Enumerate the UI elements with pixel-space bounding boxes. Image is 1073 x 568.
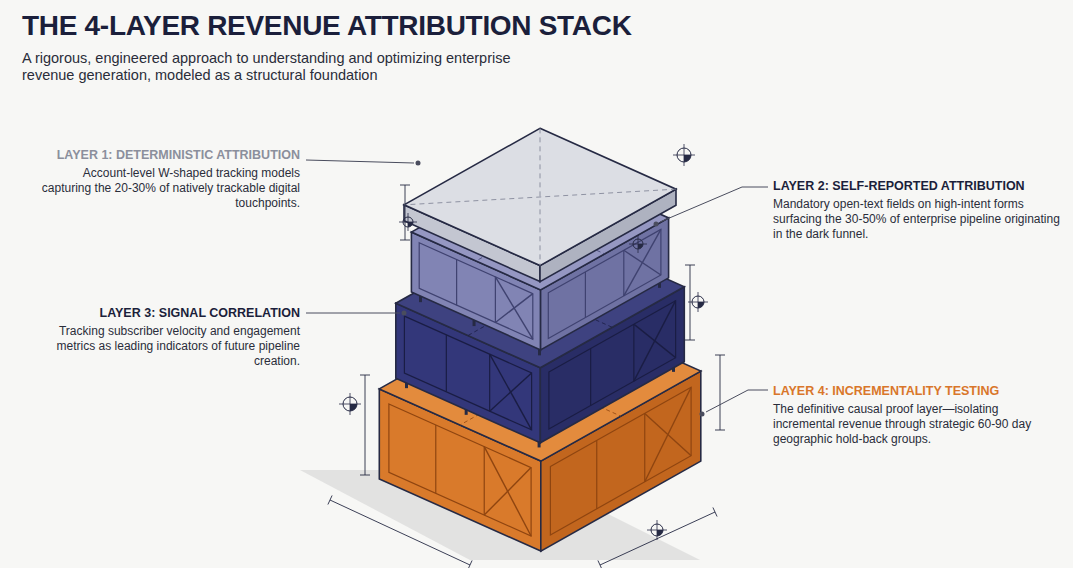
frame-brace — [484, 447, 531, 536]
layer-heading: LAYER 2: SELF-REPORTED ATTRIBUTION — [773, 178, 1063, 194]
frame-brace — [645, 387, 691, 482]
frame-post — [585, 272, 586, 318]
leader-line — [306, 313, 400, 314]
registration-mark — [647, 520, 667, 540]
frame-brace — [634, 301, 676, 381]
frame-brace — [645, 413, 691, 455]
leader-line — [706, 390, 768, 412]
layer-description: Mandatory open-text fields on high-inten… — [773, 197, 1063, 242]
registration-mark — [399, 213, 417, 231]
dimension-tick — [360, 475, 370, 476]
frame-post — [484, 447, 485, 515]
frame-post — [446, 335, 447, 392]
guide-line — [404, 189, 676, 205]
callout-text-block: LAYER 3: SIGNAL CORRELATION Tracking subs… — [40, 305, 300, 369]
layer-description: The definitive causal proof layer—isolat… — [773, 402, 1063, 447]
dimension-tick — [685, 265, 695, 266]
subtitle: A rigorous, engineered approach to under… — [22, 50, 522, 84]
page-title: THE 4-LAYER REVENUE ATTRIBUTION STACK — [22, 10, 632, 42]
callout-text-block: LAYER 1: DETERMINISTIC ATTRIBUTION Accoun… — [40, 147, 300, 211]
dimension-line — [720, 355, 721, 430]
dimension-line — [690, 265, 691, 340]
callout-text-block: LAYER 4: INCREMENTALITY TESTING The defin… — [773, 383, 1063, 447]
dimension-tick — [713, 507, 717, 516]
callout-text-block: LAYER 2: SELF-REPORTED ATTRIBUTION Mandat… — [773, 178, 1063, 242]
box-top — [404, 128, 676, 265]
dimension-tick — [598, 560, 602, 568]
dimension-tick — [360, 375, 370, 376]
leader-line — [306, 160, 414, 163]
frame-post — [435, 425, 436, 493]
leader-dot — [654, 222, 659, 227]
leader-dot — [700, 412, 705, 417]
registration-mark — [629, 235, 647, 253]
frame-brace — [495, 277, 532, 339]
dimension-tick — [715, 355, 725, 356]
stack — [306, 128, 768, 568]
dimension-tick — [400, 240, 410, 241]
dimension-line — [330, 500, 470, 565]
registration-mark — [673, 144, 695, 166]
frame-post — [644, 413, 645, 481]
frame-brace — [624, 250, 661, 275]
dimension-line — [405, 185, 406, 240]
frame-post — [596, 440, 597, 508]
frame-post — [633, 324, 634, 381]
dimension-tick — [715, 430, 725, 431]
frame-post — [456, 260, 457, 306]
leader-line — [660, 187, 768, 222]
layer-heading: LAYER 4: INCREMENTALITY TESTING — [773, 383, 1063, 399]
frame-brace — [490, 354, 532, 430]
leader-dot — [416, 161, 421, 166]
frame-post — [623, 250, 624, 296]
registration-mark — [339, 393, 361, 415]
dimension-tick — [400, 185, 410, 186]
frame-post — [489, 354, 490, 411]
frame-post — [590, 348, 591, 405]
leader-dot — [402, 311, 407, 316]
frame-brace — [634, 324, 676, 358]
dimension-tick — [468, 560, 472, 568]
layer-heading: LAYER 1: DETERMINISTIC ATTRIBUTION — [40, 147, 300, 163]
dimension-line — [600, 512, 715, 565]
layer-description: Tracking subscriber velocity and engagem… — [40, 324, 300, 369]
dimension-tick — [328, 495, 332, 504]
frame-brace — [624, 229, 661, 295]
dimension-tick — [685, 340, 695, 341]
layer-heading: LAYER 3: SIGNAL CORRELATION — [40, 305, 300, 321]
frame-post — [495, 277, 496, 323]
layer-description: Account-level W-shaped tracking models c… — [40, 166, 300, 211]
registration-mark — [688, 292, 708, 312]
dimension-line — [365, 375, 366, 475]
